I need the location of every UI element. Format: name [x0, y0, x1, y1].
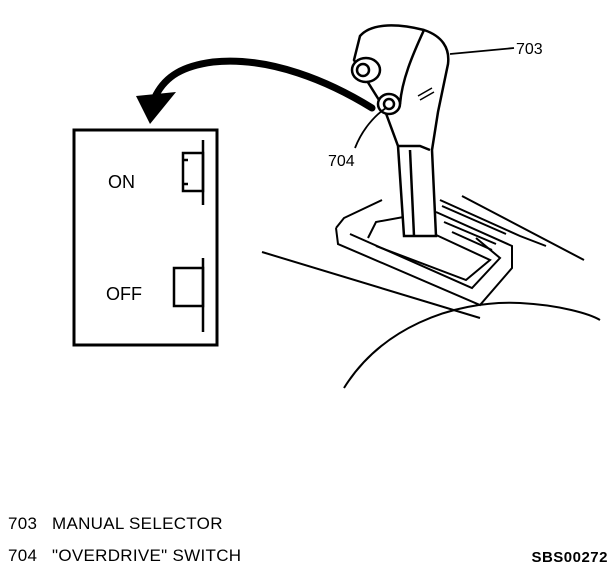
callout-704: 704: [328, 153, 355, 170]
legend-number: 703: [8, 514, 38, 533]
legend-item-703: 703 MANUAL SELECTOR: [8, 514, 223, 534]
switch-on-position: [181, 140, 205, 205]
switch-off-position: [172, 258, 205, 332]
legend-item-704: 704 "OVERDRIVE" SWITCH: [8, 546, 241, 566]
callout-703: 703: [516, 41, 543, 58]
legend-number: 704: [8, 546, 38, 565]
callout-leaders: [354, 47, 515, 149]
switch-detail-panel: ON OFF: [72, 128, 219, 347]
manual-selector-lever: [350, 24, 450, 238]
legend-label: MANUAL SELECTOR: [52, 514, 223, 533]
legend-label: "OVERDRIVE" SWITCH: [52, 546, 242, 565]
document-id: SBS00272: [531, 549, 608, 566]
switch-on-label: ON: [108, 172, 135, 192]
switch-off-label: OFF: [106, 284, 142, 304]
detail-arrow: [136, 57, 376, 124]
